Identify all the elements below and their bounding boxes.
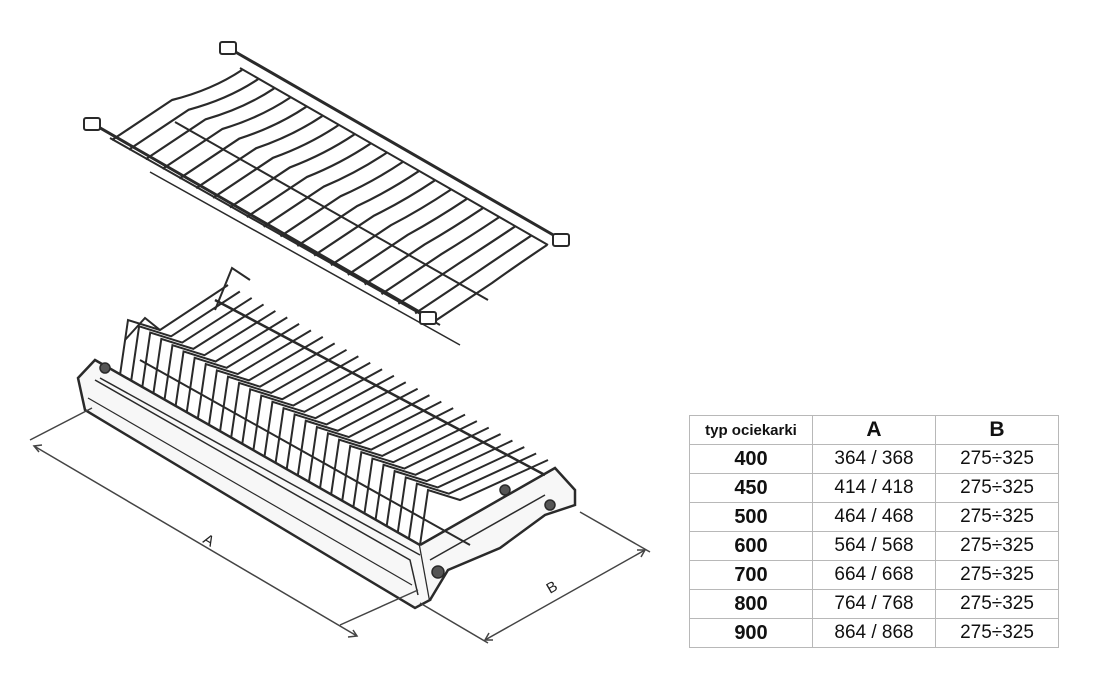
- plate-wire: [285, 381, 407, 470]
- header-type: typ ociekarki: [689, 415, 813, 445]
- cell-type: 900: [689, 618, 813, 648]
- table-row: 500 464 / 468 275÷325: [689, 502, 1059, 532]
- rack-wire: [246, 142, 372, 218]
- table-row: 600 564 / 568 275÷325: [689, 531, 1059, 561]
- rack-wire: [111, 69, 243, 141]
- rack-wire: [145, 87, 275, 161]
- plate-wire: [319, 400, 442, 489]
- plate-wire: [385, 439, 513, 527]
- rack-end-cap: [83, 41, 570, 325]
- upper-rack: [83, 41, 570, 346]
- cell-a: 664 / 668: [812, 560, 936, 590]
- cell-b: 275÷325: [935, 473, 1059, 503]
- rack-wire: [431, 244, 548, 324]
- lower-rack: [76, 266, 577, 610]
- cell-a: 764 / 768: [812, 589, 936, 619]
- plate-wire: [130, 290, 241, 382]
- rack-wire: [195, 115, 323, 190]
- plate-wire: [230, 348, 348, 439]
- rack-wire: [161, 96, 291, 170]
- cell-type: 700: [689, 560, 813, 590]
- plate-wire: [307, 394, 430, 483]
- cell-type: 800: [689, 589, 813, 619]
- plate-wire: [219, 342, 336, 432]
- plate-wire: [263, 368, 383, 457]
- plate-wire: [396, 446, 525, 533]
- plate-wire: [252, 361, 371, 451]
- table-row: 700 664 / 668 275÷325: [689, 560, 1059, 590]
- rack-wire: [178, 105, 307, 180]
- table-row: 800 764 / 768 275÷325: [689, 589, 1059, 619]
- rack-wire: [128, 78, 259, 151]
- rack-wire: [262, 151, 388, 228]
- rack-wire: [229, 133, 355, 209]
- cell-b: 275÷325: [935, 589, 1059, 619]
- dimension-a: [29, 407, 419, 638]
- header-a: A: [812, 415, 936, 445]
- dimension-table: typ ociekarki A B 400 364 / 368 275÷325 …: [689, 415, 1059, 648]
- cell-type: 600: [689, 531, 813, 561]
- cell-a: 564 / 568: [812, 531, 936, 561]
- plate-wire: [152, 303, 265, 395]
- plate-wire: [352, 420, 478, 508]
- rack-wire: [296, 170, 420, 247]
- plate-wire: [241, 355, 359, 445]
- rack-wire: [364, 207, 484, 286]
- plate-wire: [163, 310, 276, 401]
- rack-wire: [380, 216, 500, 296]
- cell-b: 275÷325: [935, 531, 1059, 561]
- plate-wire: [274, 374, 395, 464]
- plate-wire: [341, 413, 466, 502]
- rack-wire: [347, 198, 468, 276]
- plate-wire: [374, 433, 502, 520]
- plate-wire: [196, 329, 312, 420]
- cell-b: 275÷325: [935, 502, 1059, 532]
- plate-wire: [174, 316, 288, 407]
- plate-wire: [419, 459, 549, 546]
- cell-a: 364 / 368: [812, 444, 936, 474]
- table-row: 400 364 / 368 275÷325: [689, 444, 1059, 474]
- table-row: 900 864 / 868 275÷325: [689, 618, 1059, 648]
- cell-b: 275÷325: [935, 618, 1059, 648]
- dish-rack-drawing: A B: [29, 41, 651, 644]
- cell-a: 464 / 468: [812, 502, 936, 532]
- plate-wire: [141, 297, 253, 388]
- plate-wire: [296, 387, 419, 476]
- plate-wire: [185, 323, 300, 413]
- cell-type: 400: [689, 444, 813, 474]
- plate-wire: [330, 407, 454, 495]
- cell-a: 414 / 418: [812, 473, 936, 503]
- cell-type: 500: [689, 502, 813, 532]
- rack-wire: [414, 234, 532, 315]
- table-header-row: typ ociekarki A B: [689, 415, 1059, 445]
- cell-a: 864 / 868: [812, 618, 936, 648]
- plate-wire: [207, 335, 324, 426]
- table-row: 450 414 / 418 275÷325: [689, 473, 1059, 503]
- dimension-b: [419, 511, 651, 644]
- cell-type: 450: [689, 473, 813, 503]
- plate-wire: [407, 452, 537, 539]
- plate-wire: [363, 426, 490, 514]
- rack-wire: [212, 124, 339, 199]
- dimension-b-label: B: [544, 578, 561, 598]
- header-b: B: [935, 415, 1059, 445]
- cell-b: 275÷325: [935, 560, 1059, 590]
- rack-wire: [279, 161, 404, 238]
- rack-wire: [313, 179, 436, 257]
- rack-wire: [397, 225, 516, 305]
- rack-wire: [330, 188, 452, 267]
- dimension-a-label: A: [200, 531, 217, 551]
- cell-b: 275÷325: [935, 444, 1059, 474]
- plate-wire: [119, 284, 229, 376]
